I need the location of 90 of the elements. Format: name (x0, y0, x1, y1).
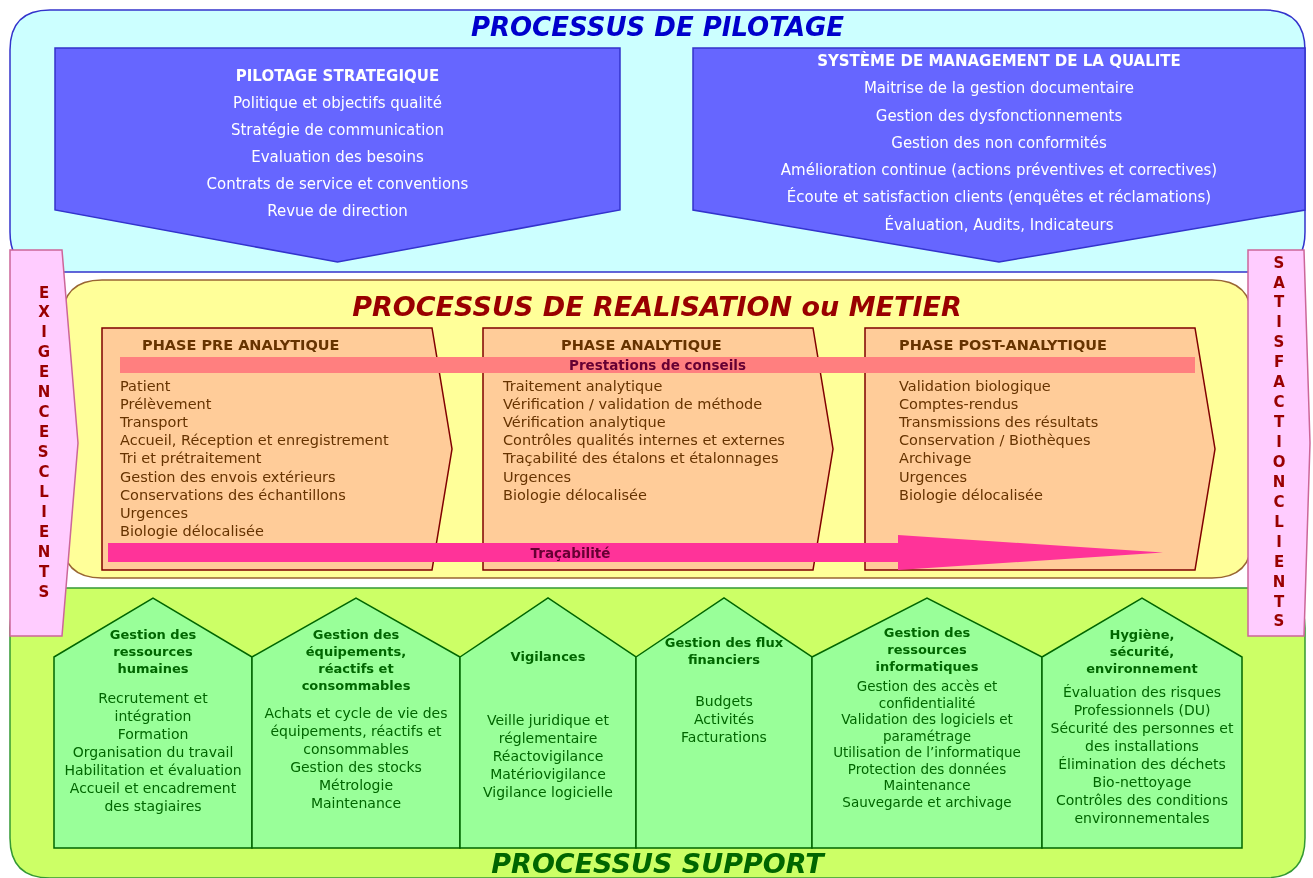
panel-heading: Gestion des ressources humaines (108, 626, 198, 677)
list-item: Écoute et satisfaction clients (enquêtes et réclamations) (785, 186, 1213, 209)
list-item: Conservations des échantillons (120, 485, 347, 504)
list-item: Facturations (680, 728, 768, 746)
list-item: Biologie délocalisée (120, 521, 265, 540)
list-item: Utilisation de l’informatique (832, 744, 1022, 761)
list-item: Sauvegarde et archivage (841, 793, 1013, 810)
list-item: Maintenance (882, 777, 972, 794)
list-item: Budgets (694, 692, 754, 710)
list-item: Urgences (120, 503, 190, 522)
list-item: Vérification analytique (503, 413, 667, 432)
list-item: Activités (693, 710, 755, 728)
list-item: Prélèvement (120, 395, 213, 414)
process-band (10, 10, 1305, 272)
list-item: Achats et cycle de vie des équipements, réactifs et consommables (263, 704, 449, 758)
bar-label: Prestations de conseils (568, 357, 747, 373)
list-item: Contrôles qualités internes et externes (503, 431, 786, 450)
vertical-label: SATISFACTION CLIENTS (1272, 253, 1286, 633)
list-item: Métrologie (317, 776, 394, 794)
house-panel (252, 598, 460, 848)
house-panel (460, 598, 636, 848)
list-item: Élimination des déchets (1057, 755, 1227, 773)
list-item: Formation (116, 725, 190, 743)
panel-heading: PHASE ANALYTIQUE (560, 336, 723, 355)
list-item: Traitement analytique (503, 377, 664, 396)
list-item: Validation des logiciels et paramétrage (840, 711, 1014, 744)
requirements-banner (10, 250, 78, 636)
list-item: Urgences (899, 467, 969, 486)
list-item: Conservation / Biothèques (899, 431, 1092, 450)
panel-heading: Vigilances (510, 648, 586, 665)
vertical-label: EXIGENCES CLIENTS (37, 283, 51, 603)
band-title: PROCESSUS SUPPORT (490, 847, 827, 878)
list-item: Gestion des envois extérieurs (120, 467, 337, 486)
list-item: Vigilance logicielle (482, 783, 614, 801)
list-item: Protection des données (846, 760, 1008, 777)
list-item: Gestion des dysfonctionnements (874, 105, 1124, 127)
list-item: Évaluation des risques Professionnels (DU) (1061, 683, 1223, 719)
list-item: Archivage (899, 449, 973, 468)
list-item: Transmissions des résultats (899, 413, 1100, 432)
list-item: Politique et objectifs qualité (232, 93, 443, 114)
list-item: Traçabilité des étalons et étalonnages (503, 449, 780, 468)
panel-heading: Gestion des ressources informatiques (874, 624, 980, 675)
list-item: Évaluation, Audits, Indicateurs (883, 214, 1115, 236)
house-panel (812, 598, 1042, 848)
list-item: Comptes-rendus (899, 395, 1020, 414)
list-item: Validation biologique (899, 377, 1052, 396)
list-item: Recrutement et intégration (97, 689, 209, 725)
panel-heading: SYSTÈME DE MANAGEMENT DE LA QUALITE (816, 50, 1182, 72)
panel-heading: Gestion des flux financiers (663, 634, 785, 668)
panel-heading: PHASE PRE ANALYTIQUE (141, 336, 341, 355)
band-title: PROCESSUS DE REALISATION ou METIER (351, 290, 963, 323)
list-item: Accueil et encadrement des stagiaires (68, 779, 238, 815)
list-item: Contrôles des conditions environnementales (1054, 791, 1230, 827)
house-panel (54, 598, 252, 848)
banner-bar (120, 357, 1195, 373)
list-item: Urgences (503, 467, 573, 486)
list-item: Contrats de service et conventions (205, 174, 470, 195)
list-item: Revue de direction (266, 201, 409, 222)
list-item: Gestion des non conformités (890, 132, 1108, 154)
list-item: Réactovigilance (491, 747, 605, 765)
down-arrow-panel (55, 48, 620, 262)
list-item: Maintenance (309, 794, 403, 812)
list-item: Amélioration continue (actions préventives et correctives) (779, 160, 1219, 182)
list-item: Transport (120, 413, 190, 432)
list-item: Evaluation des besoins (250, 147, 425, 168)
list-item: Maitrise de la gestion documentaire (862, 78, 1136, 100)
list-item: Vérification / validation de méthode (503, 395, 764, 414)
list-item: Gestion des accès et confidentialité (855, 678, 999, 711)
satisfaction-banner (1248, 250, 1310, 636)
list-item: Matériovigilance (489, 765, 607, 783)
list-item: Sécurité des personnes et des installations (1049, 719, 1235, 755)
list-item: Biologie délocalisée (503, 485, 648, 504)
list-item: Patient (120, 377, 172, 396)
panel-heading: Hygiène, sécurité, environnement (1085, 626, 1199, 677)
panel-heading: PILOTAGE STRATEGIQUE (234, 66, 441, 87)
house-panel (636, 598, 812, 848)
house-panel (1042, 598, 1242, 848)
list-item: Veille juridique et réglementaire (486, 711, 610, 747)
list-item: Stratégie de communication (229, 120, 446, 141)
list-item: Biologie délocalisée (899, 485, 1044, 504)
list-item: Accueil, Réception et enregistrement (120, 431, 390, 450)
band-title: PROCESSUS DE PILOTAGE (469, 11, 846, 43)
list-item: Bio-nettoyage (1091, 773, 1193, 791)
panel-heading: PHASE POST-ANALYTIQUE (899, 336, 1108, 355)
list-item: Gestion des stocks (289, 758, 423, 776)
bar-label: Traçabilité (529, 543, 612, 563)
list-item: Organisation du travail (71, 743, 235, 761)
list-item: Tri et prétraitement (120, 449, 263, 468)
panel-heading: Gestion des équipements, réactifs et consommables (300, 626, 412, 694)
list-item: Habilitation et évaluation (63, 761, 243, 779)
